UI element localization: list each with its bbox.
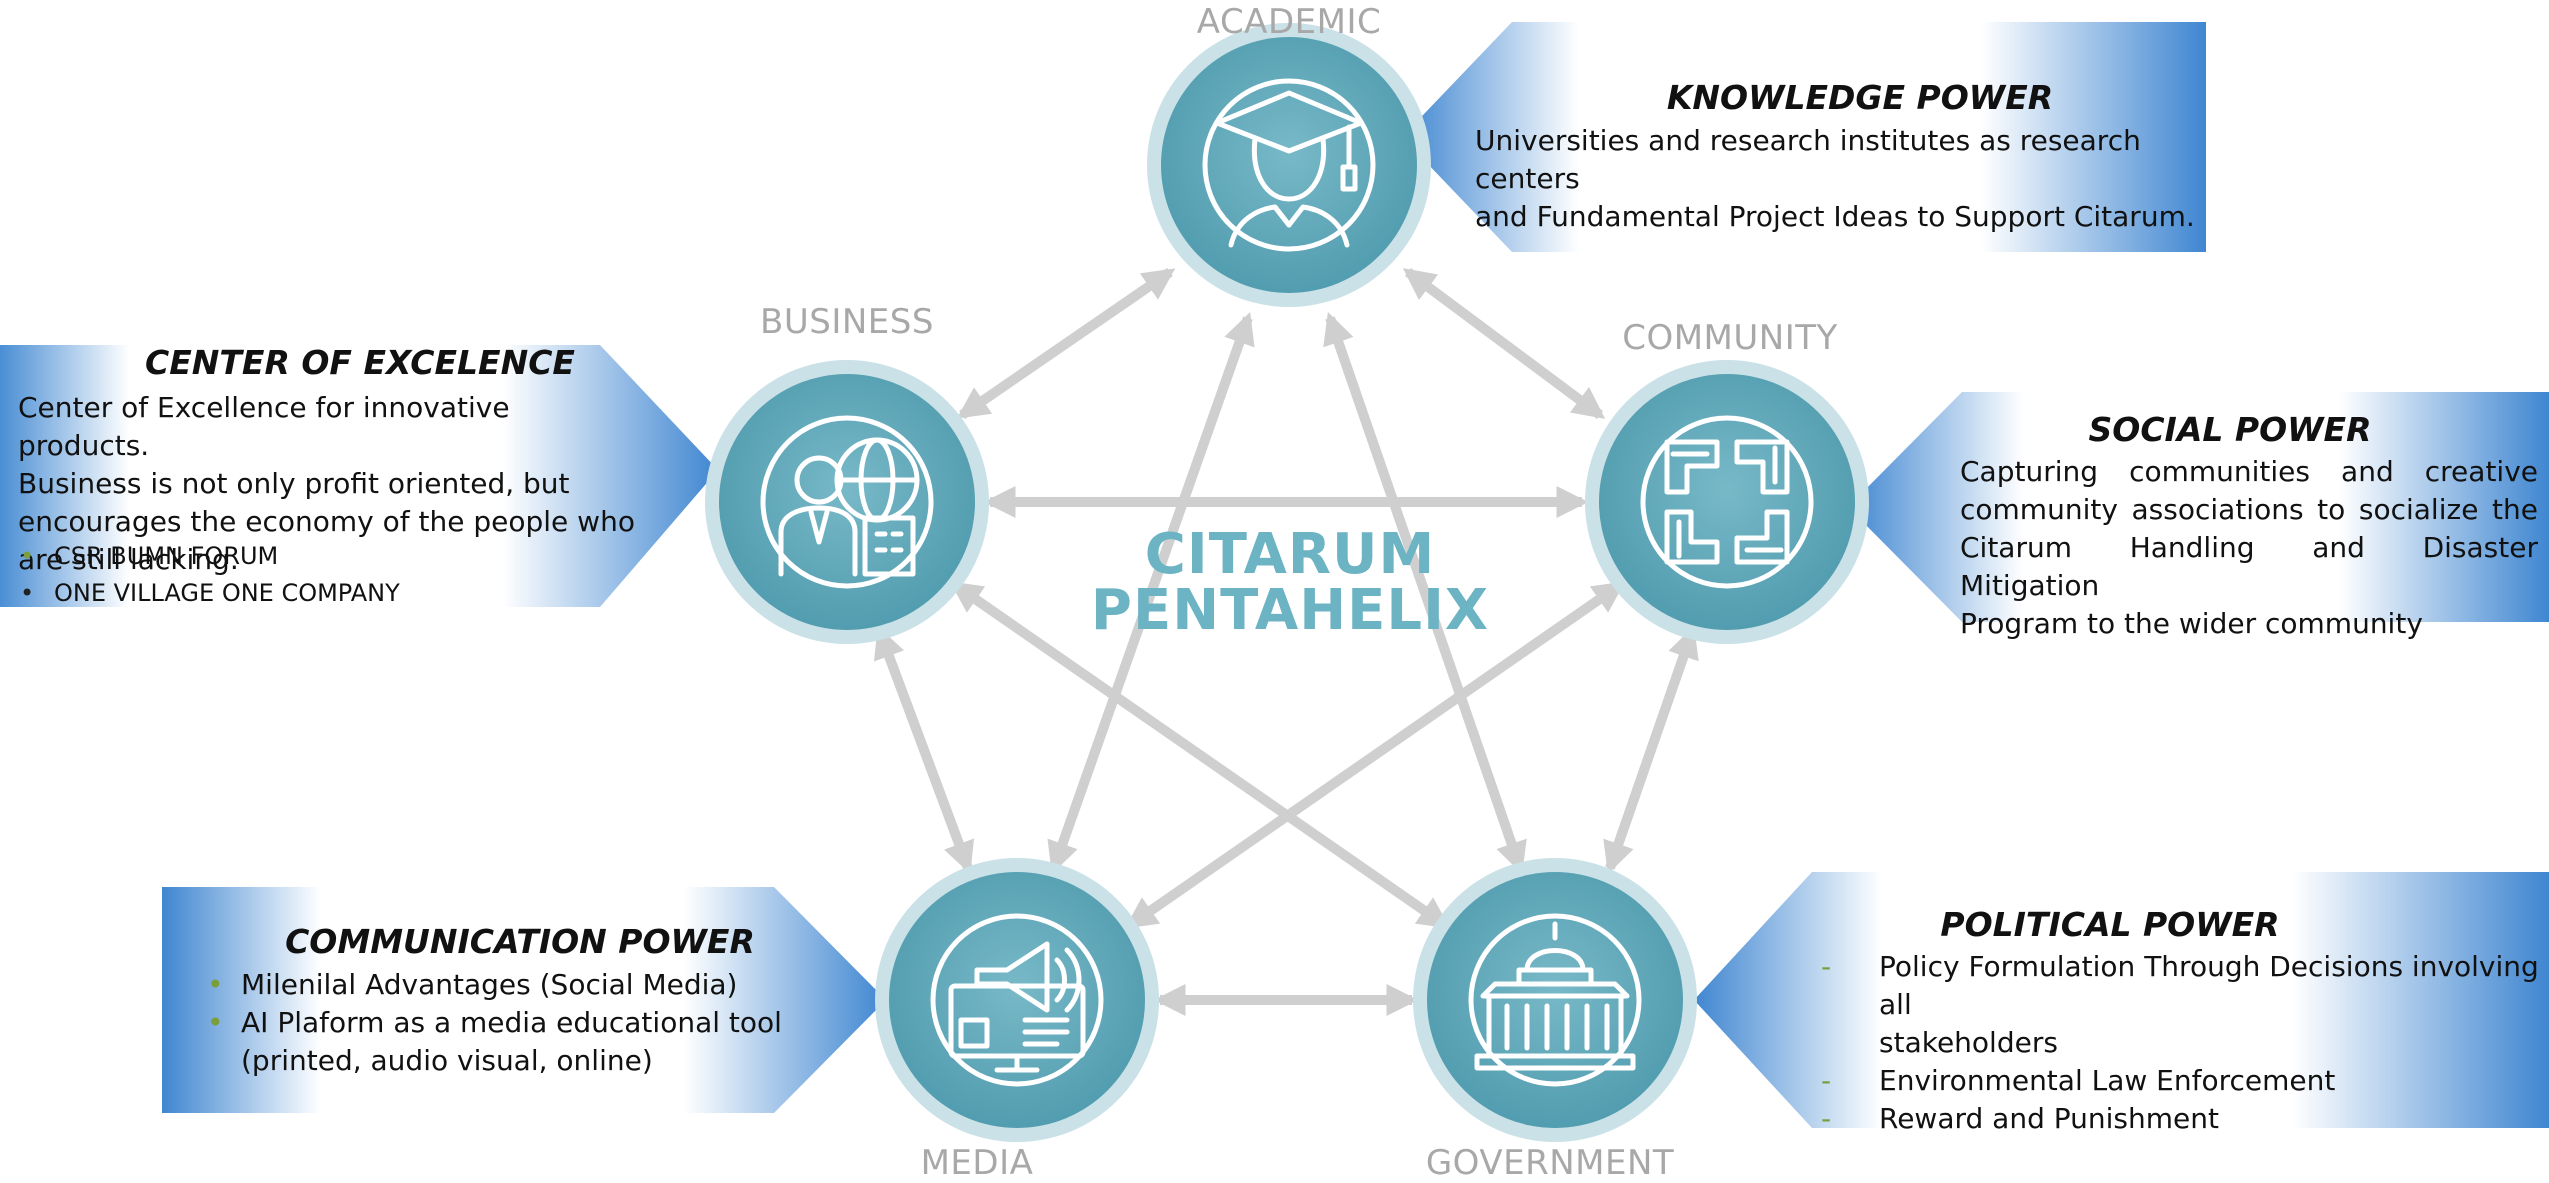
center-title-line-1: CITARUM (1144, 522, 1436, 587)
node-label-media: MEDIA (920, 1143, 1034, 1183)
graduate-icon (1214, 90, 1364, 248)
node-label-community: COMMUNITY (1622, 318, 1838, 358)
political-item-1-cont: stakeholders (1879, 1026, 2058, 1059)
capitol-building-icon (1474, 921, 1636, 1071)
communication-bullet-2-cont: (printed, audio visual, online) (241, 1044, 653, 1077)
social-box-shape (1848, 392, 2549, 622)
businessman-globe-icon (778, 437, 920, 577)
connector-arrows (873, 267, 1699, 1017)
social-line-3: Citarum Handling and Disaster Mitigation (1960, 531, 2538, 602)
arrow-academic-business (956, 267, 1176, 420)
arrow-academic-community (1402, 267, 1606, 420)
node-business (705, 360, 989, 644)
excellence-bullet-2: ONE VILLAGE ONE COMPANY (20, 575, 614, 612)
node-government (1413, 858, 1697, 1142)
excellence-bullets: CSR BUMN FORUM ONE VILLAGE ONE COMPANY (20, 538, 614, 612)
political-item-3: Reward and Punishment (1821, 1100, 2539, 1138)
knowledge-text: Universities and research institutes as … (1475, 122, 2195, 236)
social-text: Capturing communities and creative commu… (1960, 453, 2538, 643)
social-line-2: community associations to socialize the (1960, 493, 2538, 526)
excellence-title: CENTER OF EXCELENCE (145, 343, 575, 382)
political-title: POLITICAL POWER (1940, 905, 2280, 944)
excellence-line-3: encourages the economy of the people who (18, 505, 635, 538)
node-label-academic: ACADEMIC (1196, 2, 1382, 42)
center-title-line-2: PENTAHELIX (1090, 578, 1490, 643)
arrow-business-media (873, 626, 975, 874)
knowledge-title: KNOWLEDGE POWER (1666, 78, 2054, 117)
excellence-line-1: Center of Excellence for innovative prod… (18, 391, 510, 462)
communication-bullet-1: Milenilal Advantages (Social Media) (207, 966, 801, 1004)
social-line-4: Program to the wider community (1960, 607, 2423, 640)
megaphone-monitor-icon (948, 941, 1086, 1073)
node-community (1585, 360, 1869, 644)
social-line-1: Capturing communities and creative (1960, 455, 2538, 488)
social-title: SOCIAL POWER (2088, 410, 2372, 449)
node-label-government: GOVERNMENT (1425, 1143, 1675, 1183)
arrow-community-government (1603, 625, 1699, 875)
hands-circle-icon (1664, 439, 1790, 565)
political-item-2: Environmental Law Enforcement (1821, 1062, 2539, 1100)
communication-bullet-2: AI Plaform as a media educational tool (207, 1004, 801, 1042)
node-media (875, 858, 1159, 1142)
center-title: CITARUM PENTAHELIX (1090, 527, 1490, 639)
knowledge-line-2: and Fundamental Project Ideas to Support… (1475, 200, 2195, 233)
excellence-line-2: Business is not only profit oriented, bu… (18, 467, 570, 500)
knowledge-line-1: Universities and research institutes as … (1475, 124, 2141, 195)
excellence-text: Center of Excellence for innovative prod… (18, 389, 638, 579)
arrow-community-media (1124, 580, 1626, 930)
political-items: Policy Formulation Through Decisions inv… (1821, 948, 2539, 1138)
node-academic (1147, 23, 1431, 307)
communication-bullets: Milenilal Advantages (Social Media) AI P… (207, 966, 801, 1080)
node-label-business: BUSINESS (760, 302, 934, 342)
communication-title: COMMUNICATION POWER (285, 922, 755, 961)
excellence-bullet-1: CSR BUMN FORUM (20, 538, 614, 575)
knowledge-box-shape (1402, 22, 2206, 252)
political-item-1: Policy Formulation Through Decisions inv… (1821, 948, 2539, 1024)
